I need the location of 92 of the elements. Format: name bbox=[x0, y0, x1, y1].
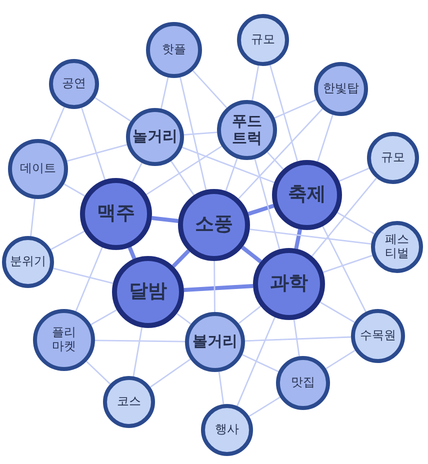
network-line bbox=[94, 97, 132, 122]
keyword-label: 축제 bbox=[288, 184, 326, 206]
network-line bbox=[146, 146, 222, 196]
network-line bbox=[50, 230, 85, 250]
network-line bbox=[238, 306, 262, 324]
keyword-circle bbox=[217, 100, 277, 160]
keyword-circle bbox=[351, 309, 405, 363]
network-line bbox=[53, 268, 114, 284]
keyword-circle bbox=[253, 248, 325, 320]
network-line bbox=[269, 64, 298, 162]
network-line bbox=[49, 106, 65, 142]
network-line bbox=[132, 162, 143, 182]
network-line bbox=[132, 327, 143, 376]
keyword-circle bbox=[314, 62, 368, 116]
network-line bbox=[184, 132, 218, 136]
keyword-circle bbox=[103, 376, 155, 428]
keyword-label: 놀거리 bbox=[132, 128, 178, 146]
network-line bbox=[336, 212, 375, 235]
network-line bbox=[311, 178, 377, 257]
network-line bbox=[218, 372, 224, 404]
network-line bbox=[326, 350, 356, 370]
network-line bbox=[180, 77, 207, 190]
keyword-label: 페스 티벌 bbox=[384, 233, 410, 261]
keyword-circle bbox=[201, 404, 253, 456]
network-line bbox=[90, 309, 118, 326]
keyword-circle bbox=[126, 108, 184, 166]
keyword-label: 달밤 bbox=[129, 281, 167, 303]
network-line bbox=[322, 254, 373, 273]
network-line bbox=[81, 108, 106, 180]
keyword-circle bbox=[80, 178, 152, 250]
keyword-circle bbox=[2, 236, 54, 288]
network-line bbox=[320, 302, 356, 323]
network-line bbox=[184, 284, 254, 292]
network-line bbox=[128, 246, 136, 260]
network-line bbox=[238, 108, 324, 200]
keyword-label: 맛집 bbox=[291, 376, 315, 390]
keyword-label: 플리 마켓 bbox=[50, 326, 77, 354]
network-line bbox=[152, 216, 178, 223]
keyword-label: 핫플 bbox=[162, 43, 186, 57]
keyword-label: 한빛탑 bbox=[323, 82, 359, 96]
network-line bbox=[64, 183, 86, 197]
network-line bbox=[248, 204, 274, 216]
network-line bbox=[192, 70, 228, 108]
network-line bbox=[214, 261, 216, 312]
keyword-label: 행사 bbox=[215, 423, 239, 437]
network-line bbox=[182, 146, 275, 184]
keyword-label: 규모 bbox=[381, 151, 405, 165]
keyword-label: 볼거리 bbox=[192, 333, 238, 351]
network-line bbox=[250, 228, 372, 245]
network-line bbox=[293, 320, 300, 356]
keyword-label: 맥주 bbox=[97, 203, 135, 225]
network-line bbox=[170, 160, 195, 196]
network-line bbox=[75, 247, 103, 312]
network-line bbox=[274, 99, 317, 119]
network-line bbox=[236, 316, 276, 406]
network-line bbox=[294, 228, 302, 250]
keyword-label: 공연 bbox=[62, 77, 86, 91]
keyword-circle bbox=[112, 256, 184, 328]
network-line bbox=[172, 249, 190, 268]
network-line bbox=[248, 396, 280, 417]
keyword-circle bbox=[276, 356, 330, 410]
network-line bbox=[150, 358, 191, 388]
keyword-label: 푸드 트럭 bbox=[231, 112, 263, 148]
keyword-label: 수목원 bbox=[360, 329, 396, 343]
keyword-label: 데이트 bbox=[20, 162, 56, 176]
network-line bbox=[241, 246, 262, 264]
network-line bbox=[94, 340, 186, 342]
network-line bbox=[322, 226, 366, 312]
keyword-circle bbox=[371, 221, 423, 273]
keyword-circle bbox=[237, 14, 289, 66]
network-line bbox=[317, 114, 334, 162]
network-line bbox=[86, 360, 111, 385]
keyword-label: 소풍 bbox=[195, 214, 233, 236]
network-line bbox=[160, 77, 169, 109]
keyword-circle bbox=[272, 160, 342, 230]
network-line bbox=[242, 354, 279, 372]
network-line bbox=[176, 312, 192, 325]
network-line bbox=[30, 198, 36, 236]
network-line bbox=[266, 152, 284, 170]
keyword-circle bbox=[178, 189, 250, 261]
network-line bbox=[254, 158, 280, 250]
network-line bbox=[225, 158, 238, 192]
keyword-label: 과학 bbox=[270, 273, 308, 295]
network-line bbox=[244, 336, 352, 342]
network-line bbox=[66, 144, 128, 162]
keyword-label: 분위기 bbox=[10, 255, 46, 269]
keyword-circle bbox=[49, 59, 99, 109]
keyword-label: 코스 bbox=[117, 395, 141, 409]
network-line bbox=[252, 65, 260, 101]
keyword-label: 규모 bbox=[251, 33, 275, 47]
network-line bbox=[338, 168, 370, 182]
keyword-circle bbox=[367, 132, 419, 184]
